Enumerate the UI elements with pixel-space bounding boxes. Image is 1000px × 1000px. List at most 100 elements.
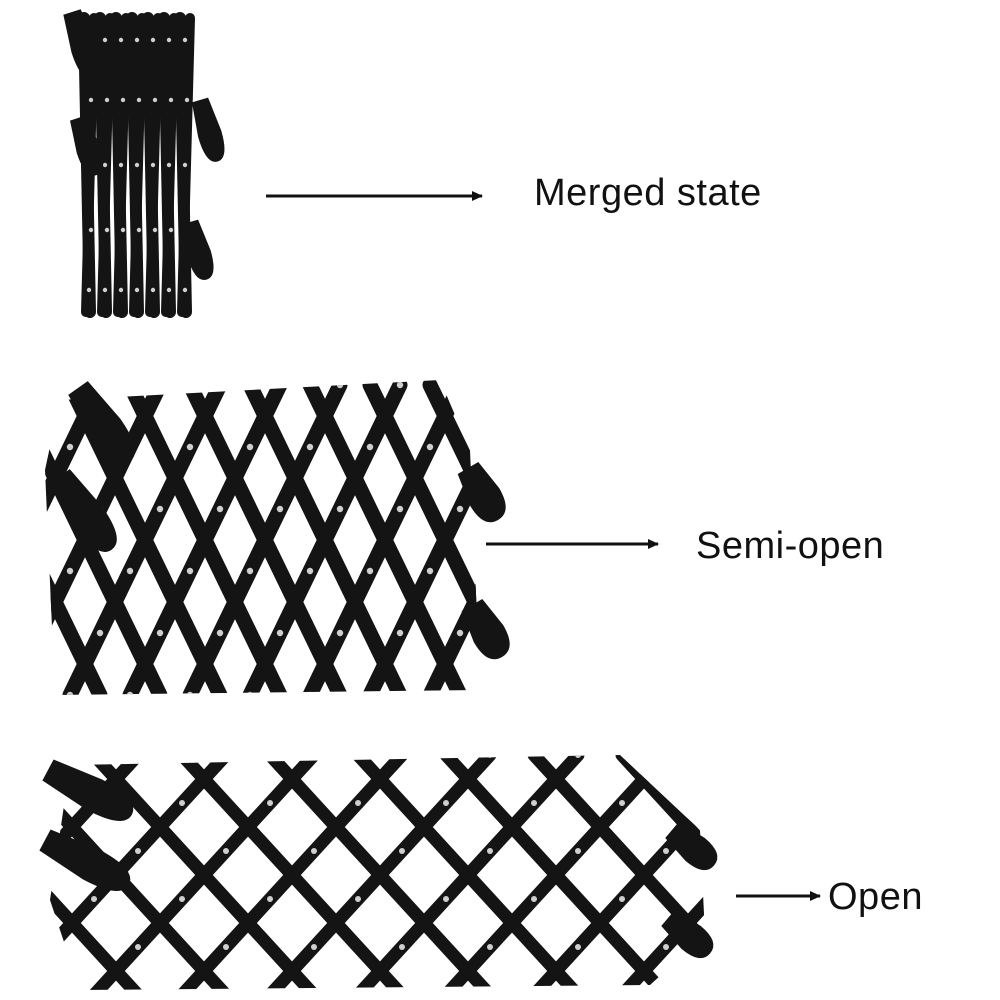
rivet xyxy=(355,992,361,998)
rivet xyxy=(246,691,254,695)
rivet xyxy=(86,287,92,293)
rivet xyxy=(276,505,284,513)
rivet xyxy=(166,162,172,168)
lattice-bar xyxy=(302,380,468,695)
rivet xyxy=(88,227,94,233)
lattice-bar xyxy=(45,380,108,695)
rivet xyxy=(134,287,140,293)
rivet xyxy=(134,37,140,43)
rivet xyxy=(91,896,97,902)
rivet xyxy=(267,800,273,806)
rivet xyxy=(186,691,194,695)
lattice-bar xyxy=(422,380,480,695)
rivet xyxy=(182,162,188,168)
rivet xyxy=(136,227,142,233)
label-semi-open: Semi-open xyxy=(696,525,885,567)
rivet xyxy=(179,896,185,902)
rivet xyxy=(443,992,449,998)
rivet xyxy=(186,443,194,451)
rivet xyxy=(366,443,374,451)
end-paddle xyxy=(181,219,214,281)
rivet xyxy=(37,382,43,388)
rivet xyxy=(66,691,74,695)
rivet xyxy=(182,37,188,43)
rivet xyxy=(575,755,581,758)
lattice-bar xyxy=(122,380,288,695)
rivet xyxy=(66,443,74,451)
rivet xyxy=(156,505,164,513)
rivet xyxy=(179,800,185,806)
end-paddle-shape xyxy=(457,462,506,523)
label-open: Open xyxy=(828,876,923,918)
end-paddle xyxy=(457,462,506,523)
lattice-bar xyxy=(422,380,480,695)
rivet xyxy=(96,381,104,389)
rivet xyxy=(166,37,172,43)
rivet xyxy=(531,896,537,902)
lattice-bar xyxy=(175,755,409,990)
rivet xyxy=(443,800,449,806)
rivet xyxy=(104,227,110,233)
rivet xyxy=(267,896,273,902)
lattice-bar xyxy=(615,755,705,990)
rivet xyxy=(126,691,134,695)
lattice-bar xyxy=(263,755,497,990)
rivet xyxy=(336,505,344,513)
end-paddle-shape xyxy=(461,599,510,660)
rivet xyxy=(663,755,669,758)
rivet xyxy=(223,944,229,950)
rivet xyxy=(223,755,229,758)
rivet xyxy=(102,162,108,168)
end-paddle xyxy=(461,599,510,660)
end-paddle-shape xyxy=(68,381,135,464)
rivet xyxy=(150,162,156,168)
rivet xyxy=(311,755,317,758)
rivet xyxy=(102,287,108,293)
lattice-bar xyxy=(45,380,48,695)
rivet xyxy=(168,227,174,233)
lattice-bar xyxy=(439,755,673,990)
end-paddle xyxy=(70,115,104,176)
lattice-bar xyxy=(50,755,57,990)
lattice-bar xyxy=(45,380,48,695)
lattice-bar xyxy=(362,380,480,695)
rivet xyxy=(91,992,97,998)
rivet xyxy=(37,630,43,636)
merged-bars xyxy=(78,12,195,318)
rivet xyxy=(276,381,284,389)
rivet xyxy=(619,800,625,806)
rivet xyxy=(443,896,449,902)
rivet xyxy=(399,755,405,758)
end-paddle xyxy=(50,469,117,552)
rivet xyxy=(575,848,581,854)
rivet xyxy=(96,629,104,637)
rivet xyxy=(355,896,361,902)
gate-semi-open-image xyxy=(37,380,510,695)
lattice-bar xyxy=(62,380,228,695)
rivet xyxy=(135,944,141,950)
rivet xyxy=(336,629,344,637)
end-paddle xyxy=(68,381,135,464)
lattice-bar xyxy=(615,755,705,990)
end-paddle-shape xyxy=(191,97,225,162)
rivet xyxy=(152,227,158,233)
rivet xyxy=(104,97,110,103)
rivet xyxy=(102,37,108,43)
rivet xyxy=(120,97,126,103)
rivet xyxy=(156,381,164,389)
rivet xyxy=(663,944,669,950)
semi-bars xyxy=(37,380,480,695)
rivet xyxy=(306,567,314,575)
rivet xyxy=(50,755,53,758)
rivet xyxy=(134,162,140,168)
rivet xyxy=(150,37,156,43)
rivet xyxy=(168,97,174,103)
rivet xyxy=(152,97,158,103)
rivet xyxy=(575,944,581,950)
rivet xyxy=(126,567,134,575)
rivet xyxy=(184,97,190,103)
rivet xyxy=(396,381,404,389)
rivet xyxy=(37,506,43,512)
rivet xyxy=(50,944,53,950)
